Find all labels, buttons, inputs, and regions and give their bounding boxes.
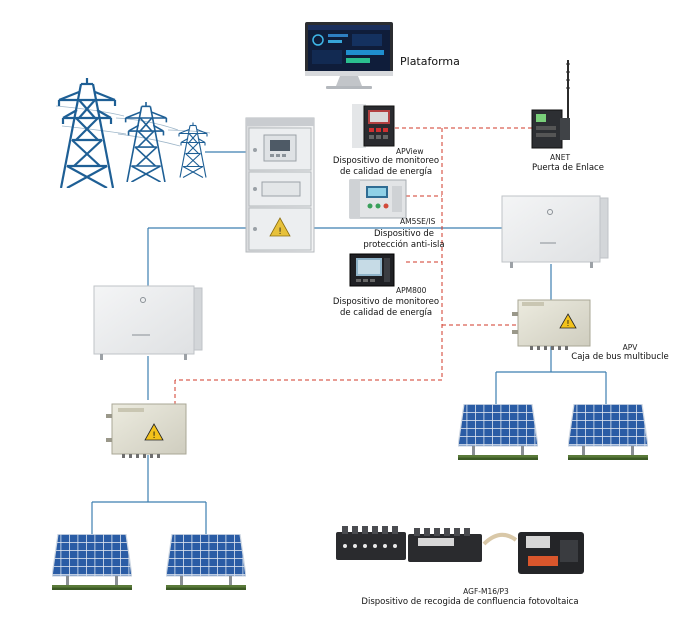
am5se-device (349, 179, 407, 219)
am5se-model-label: AM5SE/IS (400, 217, 436, 226)
solar-panel-icon (568, 404, 648, 460)
apm800-desc-line1: Dispositivo de monitoreo (332, 297, 440, 307)
apview-model-label: APView (396, 147, 424, 156)
anet-name-label: Puerta de Enlace (532, 163, 604, 173)
power-lines (91, 151, 607, 536)
platform-monitor (305, 22, 393, 89)
anet-gateway (531, 60, 570, 149)
apview-desc-line1: Dispositivo de monitoreo (332, 156, 440, 166)
apm800-desc-line2: de calidad de energía (339, 308, 433, 318)
transmission-tower-icon (124, 102, 168, 182)
apm800-device (349, 253, 395, 287)
anet-model-label: ANET (549, 153, 571, 162)
communication-lines (174, 127, 532, 406)
solar-panel-icon (166, 534, 246, 590)
apview-desc-line2: de calidad de energía (339, 167, 433, 177)
combiner-box-left: ! (106, 403, 187, 458)
agf-collector-devices (336, 526, 584, 574)
agf-name-label: Dispositivo de recogida de confluencia f… (361, 597, 579, 607)
apv-name-label: Caja de bus multibucle (571, 352, 669, 362)
transmission-tower-icon (57, 78, 117, 188)
inverter-right (501, 195, 609, 268)
apv-model-label: APV (622, 343, 638, 352)
platform-label: Plataforma (400, 55, 460, 68)
svg-text:!: ! (278, 227, 282, 237)
switch-cabinet: ! (245, 117, 315, 253)
apv-combiner-box: ! (512, 299, 591, 350)
inverter-left (93, 285, 203, 360)
am5se-desc-line2: protección anti-isla (363, 240, 445, 250)
am5se-desc-line1: Dispositivo de (374, 229, 434, 239)
svg-text:!: ! (152, 431, 156, 441)
apm800-model-label: APM800 (396, 286, 427, 295)
apview-device (352, 104, 395, 148)
svg-text:!: ! (566, 319, 569, 328)
solar-panel-icon (52, 534, 132, 590)
agf-model-label: AGF-M16/P3 (463, 587, 509, 596)
solar-panel-icon (458, 404, 538, 460)
